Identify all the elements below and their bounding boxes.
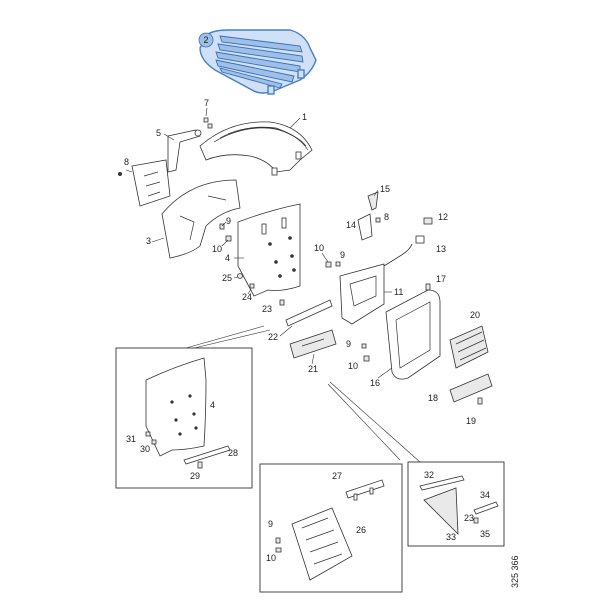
part-24-screw[interactable] bbox=[249, 283, 255, 289]
callout-24: 24 bbox=[242, 292, 252, 302]
part-10-nut-center[interactable] bbox=[325, 261, 332, 268]
part-5-bracket[interactable] bbox=[167, 129, 202, 173]
part-11-lamp-bracket[interactable] bbox=[339, 243, 413, 325]
part-7-screw[interactable] bbox=[203, 117, 213, 129]
callout-5: 5 bbox=[156, 128, 161, 138]
callout-35: 35 bbox=[480, 529, 490, 539]
detail-box-mud-flap bbox=[115, 347, 253, 489]
callout-18: 18 bbox=[428, 393, 438, 403]
callout-4: 4 bbox=[225, 253, 230, 263]
part-9-bolt-upper[interactable] bbox=[219, 223, 225, 230]
callout-4-detail: 4 bbox=[210, 400, 215, 410]
part-23-bolt[interactable] bbox=[279, 299, 285, 306]
callout-8-right: 8 bbox=[384, 212, 389, 222]
callout-10-detail: 10 bbox=[266, 553, 276, 563]
part-10-nut-upper[interactable] bbox=[225, 235, 232, 242]
detail-box-reflector-bracket bbox=[407, 461, 505, 547]
part-12-clamp[interactable] bbox=[423, 217, 433, 225]
callout-7: 7 bbox=[204, 98, 209, 108]
callout-31: 31 bbox=[126, 434, 136, 444]
reference-code: 325 366 bbox=[510, 555, 520, 588]
callout-25: 25 bbox=[222, 273, 232, 283]
part-1-fender[interactable] bbox=[199, 121, 313, 176]
callout-32: 32 bbox=[424, 470, 434, 480]
svg-text:2: 2 bbox=[203, 35, 208, 45]
part-15-clip[interactable] bbox=[367, 191, 379, 211]
part-8-mounting-plate[interactable] bbox=[118, 159, 171, 207]
part-13-clamp[interactable] bbox=[415, 235, 425, 244]
part-8-screw-right[interactable] bbox=[375, 217, 381, 223]
callout-33: 33 bbox=[446, 532, 456, 542]
callout-21: 21 bbox=[308, 364, 318, 374]
part-16-lamp-housing[interactable] bbox=[385, 289, 441, 380]
callout-1: 1 bbox=[302, 112, 307, 122]
callout-9-upper: 9 bbox=[226, 216, 231, 226]
callout-16: 16 bbox=[370, 378, 380, 388]
callout-13: 13 bbox=[436, 244, 446, 254]
part-20-lamp[interactable] bbox=[449, 325, 489, 369]
callout-22: 22 bbox=[268, 332, 278, 342]
callout-17: 17 bbox=[436, 274, 446, 284]
part-18-reflector[interactable] bbox=[449, 373, 493, 403]
callout-8-left: 8 bbox=[124, 157, 129, 167]
part-9-bolt-center[interactable] bbox=[335, 261, 341, 267]
callout-14: 14 bbox=[346, 220, 356, 230]
callout-28: 28 bbox=[228, 448, 238, 458]
callout-9-lower: 9 bbox=[346, 339, 351, 349]
callout-23-detail: 23 bbox=[464, 513, 474, 523]
callout-20: 20 bbox=[470, 310, 480, 320]
callout-9-detail: 9 bbox=[268, 519, 273, 529]
callout-34: 34 bbox=[480, 490, 490, 500]
callout-19: 19 bbox=[466, 416, 476, 426]
callout-15: 15 bbox=[380, 184, 390, 194]
callout-29: 29 bbox=[190, 471, 200, 481]
callout-2: 2 bbox=[198, 32, 214, 48]
callout-23: 23 bbox=[262, 304, 272, 314]
callout-30: 30 bbox=[140, 444, 150, 454]
part-9-bolt-lower[interactable] bbox=[361, 343, 367, 349]
part-14-holder[interactable] bbox=[357, 213, 373, 241]
callout-12: 12 bbox=[438, 212, 448, 222]
callout-10-upper: 10 bbox=[212, 244, 222, 254]
callout-3: 3 bbox=[146, 236, 151, 246]
part-3-inner-mudguard[interactable] bbox=[161, 179, 241, 259]
part-10-nut-lower[interactable] bbox=[363, 355, 370, 362]
part-21-name-plate[interactable] bbox=[289, 329, 337, 359]
callout-27: 27 bbox=[332, 471, 342, 481]
part-22-strip[interactable] bbox=[285, 299, 333, 327]
callout-11: 11 bbox=[394, 287, 403, 297]
callout-10-lower: 10 bbox=[348, 361, 358, 371]
part-25-washer[interactable] bbox=[237, 273, 243, 279]
callout-26: 26 bbox=[356, 525, 366, 535]
part-19-screw[interactable] bbox=[477, 397, 483, 405]
detail-box-rear-flap bbox=[259, 463, 403, 593]
part-2-fender-top-highlighted[interactable] bbox=[199, 29, 317, 95]
callout-9-center: 9 bbox=[340, 250, 345, 260]
callout-10-center: 10 bbox=[314, 243, 324, 253]
part-4-mud-flap[interactable] bbox=[237, 203, 301, 297]
part-17-screw[interactable] bbox=[425, 283, 431, 291]
